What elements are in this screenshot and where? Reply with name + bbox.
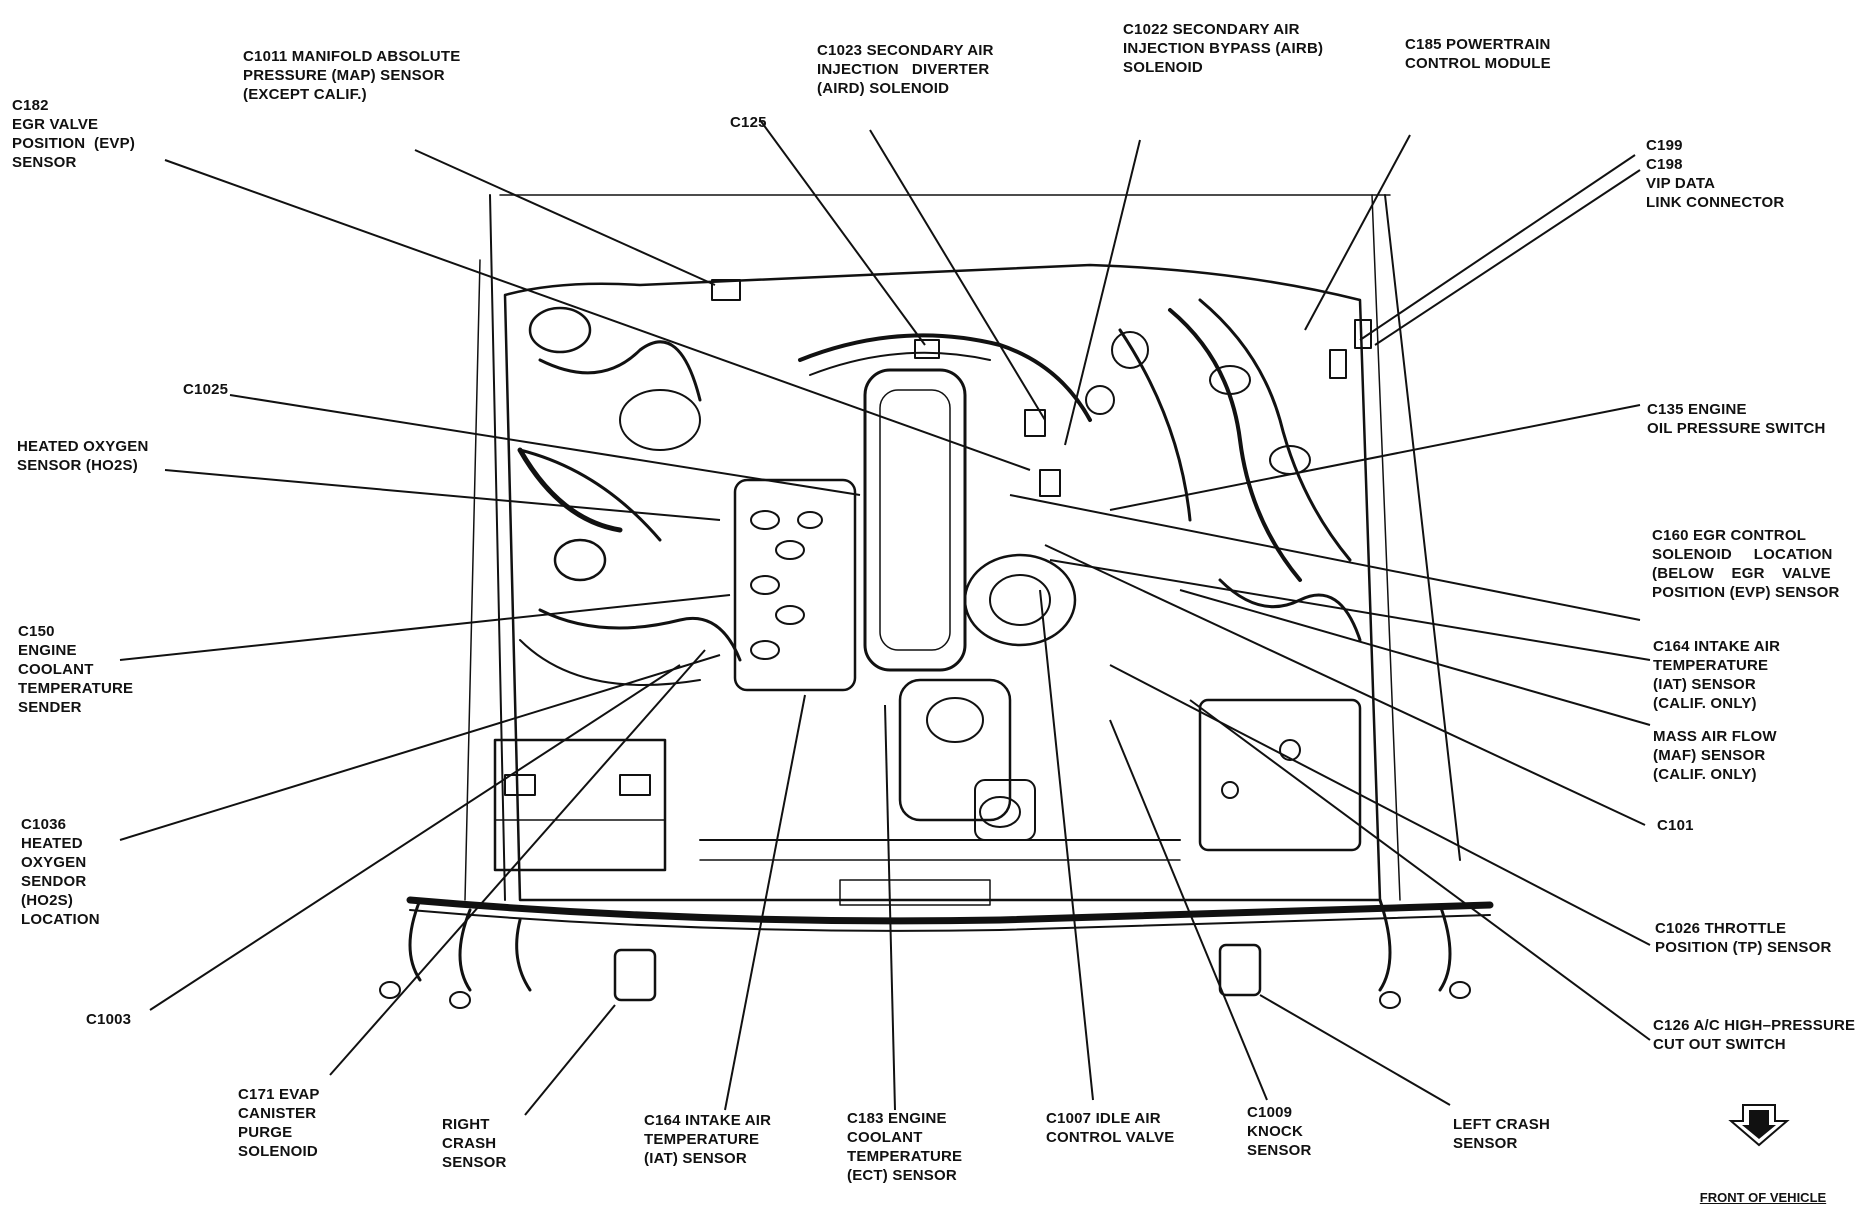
front-of-vehicle-label: FRONT OF VEHICLE bbox=[1699, 1190, 1827, 1205]
label-c164-iat-sensor: C164 INTAKE AIR TEMPERATURE (IAT) SENSOR bbox=[644, 1112, 772, 1167]
label-c1022-airb-solenoid: C1022 SECONDARY AIR INJECTION BYPASS (AI… bbox=[1123, 21, 1324, 76]
label-c126-ac-pressure-switch: C126 A/C HIGH–PRESSURE CUT OUT SWITCH bbox=[1653, 1017, 1856, 1053]
label-c183-ect-sensor: C183 ENGINE COOLANT TEMPERATURE (ECT) SE… bbox=[847, 1110, 963, 1184]
label-c164-iat-sensor-calif: C164 INTAKE AIR TEMPERATURE (IAT) SENSOR… bbox=[1653, 638, 1781, 712]
front-of-vehicle-indicator: FRONT OF VEHICLE bbox=[1683, 1189, 1843, 1207]
label-c135-oil-pressure-switch: C135 ENGINE OIL PRESSURE SWITCH bbox=[1647, 401, 1826, 437]
label-c1026-tp-sensor: C1026 THROTTLE POSITION (TP) SENSOR bbox=[1655, 920, 1832, 956]
label-c171-evap-purge-solenoid: C171 EVAP CANISTER PURGE SOLENOID bbox=[238, 1086, 320, 1160]
label-c125: C125 bbox=[730, 114, 767, 131]
label-heated-oxygen-sensor: HEATED OXYGEN SENSOR (HO2S) bbox=[17, 438, 149, 474]
label-maf-sensor: MASS AIR FLOW (MAF) SENSOR (CALIF. ONLY) bbox=[1653, 728, 1777, 783]
label-c1023-aird-solenoid: C1023 SECONDARY AIR INJECTION DIVERTER (… bbox=[817, 42, 994, 97]
label-c1009-knock-sensor: C1009 KNOCK SENSOR bbox=[1247, 1104, 1312, 1159]
front-arrow-icon bbox=[1728, 1104, 1790, 1147]
label-c1011-map-sensor: C1011 MANIFOLD ABSOLUTE PRESSURE (MAP) S… bbox=[243, 48, 461, 103]
label-c150-coolant-temp-sender: C150 ENGINE COOLANT TEMPERATURE SENDER bbox=[18, 623, 134, 716]
label-right-crash-sensor: RIGHT CRASH SENSOR bbox=[442, 1116, 507, 1171]
label-c182-evp-sensor: C182 EGR VALVE POSITION (EVP) SENSOR bbox=[12, 97, 136, 171]
label-c1036-ho2s-location: C1036 HEATED OXYGEN SENDOR (HO2S) LOCATI… bbox=[21, 816, 100, 928]
label-c101: C101 bbox=[1657, 817, 1694, 834]
label-c1025: C1025 bbox=[183, 381, 229, 398]
label-c160-egr-control-solenoid: C160 EGR CONTROL SOLENOID LOCATION (BELO… bbox=[1652, 527, 1840, 601]
label-c1007-idle-air-control: C1007 IDLE AIR CONTROL VALVE bbox=[1046, 1110, 1175, 1146]
label-c1003: C1003 bbox=[86, 1011, 132, 1028]
label-c199-c198-vip-connector: C199 C198 VIP DATA LINK CONNECTOR bbox=[1646, 137, 1785, 211]
label-c185-pcm: C185 POWERTRAIN CONTROL MODULE bbox=[1405, 36, 1551, 72]
label-left-crash-sensor: LEFT CRASH SENSOR bbox=[1453, 1116, 1550, 1152]
